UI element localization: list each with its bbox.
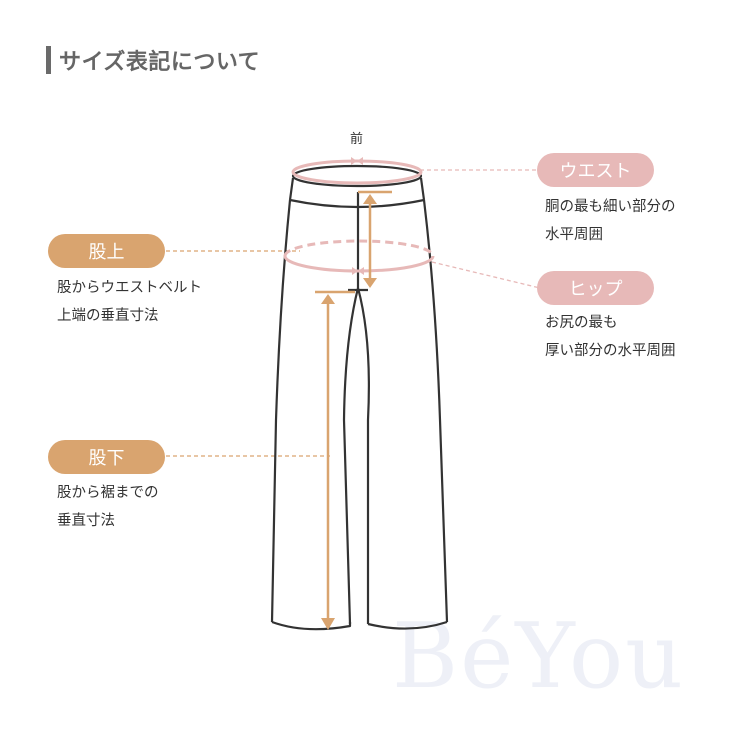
- inseam-arrow: [315, 290, 355, 630]
- rise-description: 股からウエストベルト 上端の垂直寸法: [57, 280, 202, 324]
- leader-lines: [166, 169, 541, 457]
- hip-label: ヒップ: [568, 279, 623, 300]
- rise-badge: 股上: [48, 234, 165, 268]
- waist-badge: ウエスト: [537, 153, 654, 187]
- inseam-label: 股下: [88, 448, 125, 469]
- hip-arrow-icon: [352, 267, 364, 275]
- inseam-description: 股から裾までの 垂直寸法: [57, 485, 159, 529]
- hip-description: お尻の最も 厚い部分の水平周囲: [545, 315, 676, 359]
- hip-badge: ヒップ: [537, 271, 654, 305]
- title-accent-bar: [46, 46, 51, 74]
- pants-outline: [270, 164, 449, 631]
- rise-label: 股上: [88, 242, 125, 263]
- brand-watermark: BéYou: [392, 604, 686, 709]
- front-label: 前: [350, 132, 364, 147]
- section-title: サイズ表記について: [46, 44, 260, 76]
- waist-description: 胴の最も細い部分の 水平周囲: [545, 199, 676, 243]
- page-title: サイズ表記について: [59, 50, 261, 75]
- waist-label: ウエスト: [559, 161, 632, 182]
- waist-arrow-icon: [351, 157, 363, 165]
- waist-measure-ring: [291, 159, 423, 185]
- rise-arrow: [358, 190, 392, 288]
- inseam-badge: 股下: [48, 440, 165, 474]
